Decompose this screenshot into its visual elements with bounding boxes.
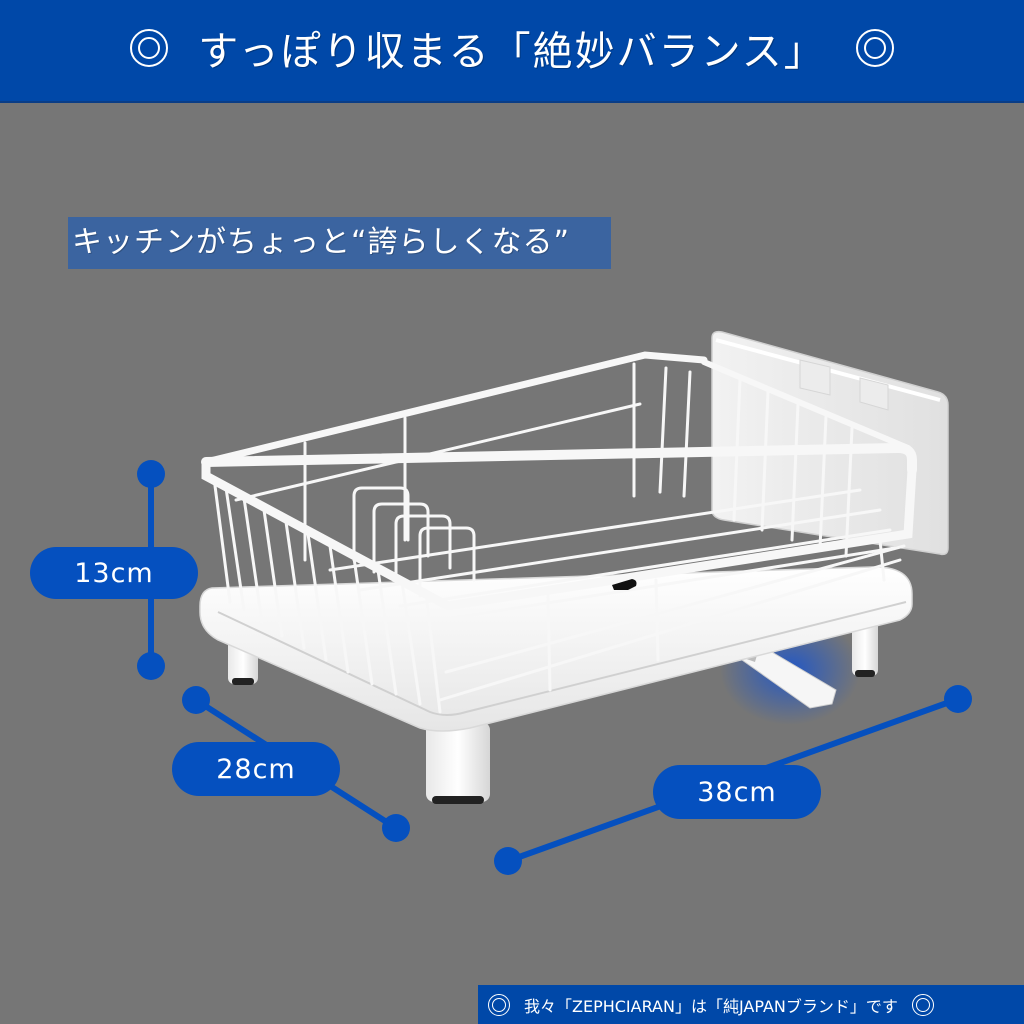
double-circle-icon — [855, 28, 894, 67]
footer-text: 我々「ZEPHCIARAN」は「純JAPANブランド」です — [524, 996, 898, 1016]
height-label: 13cm — [30, 547, 198, 599]
footer-brand-strip: 我々「ZEPHCIARAN」は「純JAPANブランド」です — [478, 985, 1024, 1024]
width-label: 38cm — [653, 765, 821, 819]
depth-dimension-line — [182, 686, 410, 842]
tagline: キッチンがちょっと“誇らしくなる” — [68, 217, 611, 269]
drain-tray — [199, 566, 913, 732]
handle-slot — [612, 579, 637, 590]
depth-label: 28cm — [172, 742, 340, 796]
double-circle-icon — [488, 993, 510, 1016]
double-circle-icon — [911, 993, 934, 1016]
wire-basket — [201, 351, 917, 714]
header-banner: すっぽり収まる「絶妙バランス」 — [0, 0, 1024, 101]
header-content: すっぽり収まる「絶妙バランス」 — [130, 19, 894, 77]
header-title: すっぽり収まる「絶妙バランス」 — [198, 28, 826, 75]
double-circle-icon — [130, 28, 169, 67]
